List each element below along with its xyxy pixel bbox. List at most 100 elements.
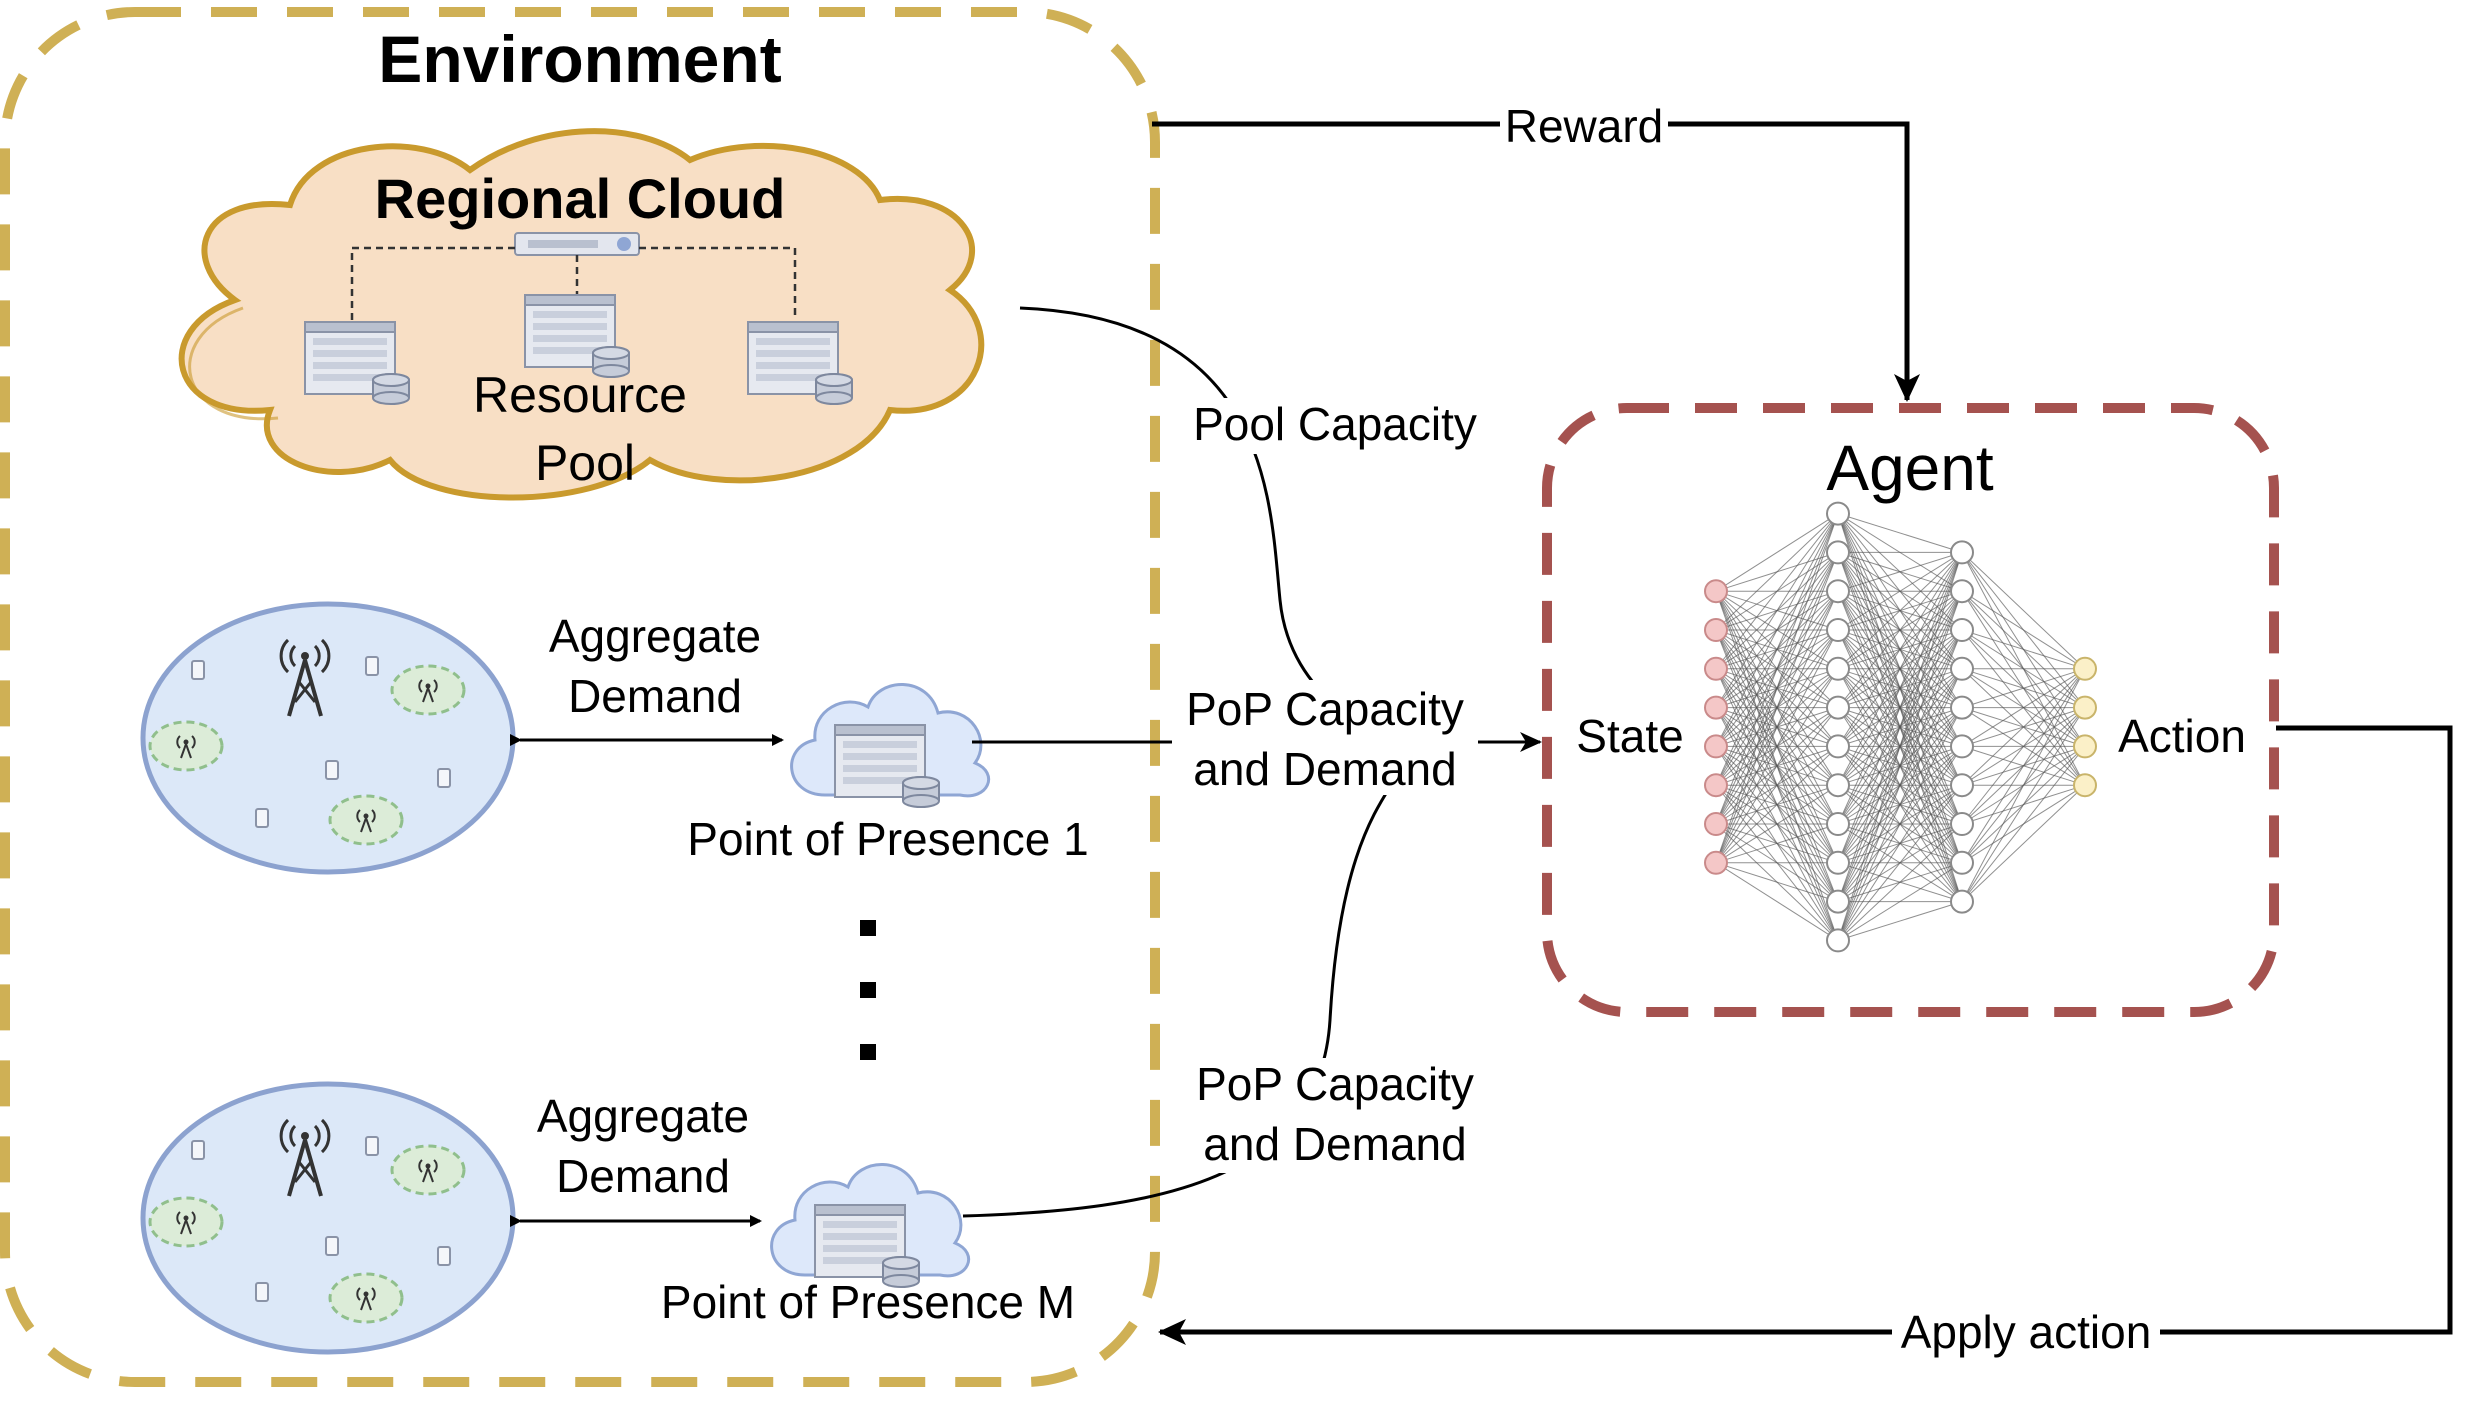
small-cell-icon [390, 664, 466, 716]
small-cell-icon [328, 794, 404, 846]
server-rack-icon [834, 724, 940, 808]
nn-connection [1837, 552, 1963, 670]
phone-icon [365, 656, 379, 676]
nn-hidden-node [1950, 889, 1974, 914]
nn-connection [1715, 513, 1839, 747]
ellipsis-dot [860, 982, 876, 998]
neural-network [1704, 501, 2097, 953]
nn-connection [1715, 513, 1839, 631]
pop-1-capacity-label-line2: and Demand [1193, 743, 1456, 795]
small-cell-icon [390, 1144, 466, 1196]
nn-connection [1715, 552, 1839, 863]
nn-connection [1961, 707, 2086, 902]
nn-connection [1715, 513, 1839, 592]
phone-icon [191, 660, 205, 680]
nn-hidden-node [1826, 812, 1850, 836]
nn-connection [1837, 707, 1963, 941]
nn-hidden-node [1950, 618, 1974, 642]
coverage-area-1 [140, 601, 516, 875]
nn-connection [1715, 513, 1839, 670]
pool-link-right [639, 246, 797, 320]
nn-connection [1837, 901, 1963, 941]
nn-connection [1837, 552, 1963, 941]
state-label: State [1576, 710, 1683, 762]
pool-capacity-label: Pool Capacity [1193, 398, 1477, 450]
nn-hidden-node [1826, 889, 1850, 914]
nn-hidden-node [1826, 501, 1850, 526]
aggregate-demand-m-line2: Demand [556, 1150, 730, 1202]
nn-connection [1837, 552, 1963, 902]
nn-connection [1837, 746, 1963, 941]
pop-m-capacity-label-line2: and Demand [1203, 1118, 1466, 1170]
nn-connection [1715, 629, 1839, 864]
nn-connection [1837, 784, 1963, 941]
small-cell-icon [148, 720, 224, 772]
nn-input-node [1704, 773, 1728, 798]
nn-output-node [2073, 656, 2097, 681]
environment-boundary [0, 7, 1160, 1387]
nn-hidden-node [1950, 734, 1974, 759]
nn-connection [1961, 668, 2086, 786]
nn-hidden-node [1826, 773, 1850, 798]
phone-icon [365, 1136, 379, 1156]
nn-input-node [1704, 850, 1728, 875]
pop-1-cloud [790, 682, 991, 808]
aggregate-demand-1-line1: Aggregate [549, 610, 761, 662]
aggregate-demand-1-line2: Demand [568, 670, 742, 722]
nn-hidden-node [1826, 579, 1850, 604]
nn-connection [1961, 590, 2086, 670]
phone-icon [255, 1282, 269, 1302]
nn-connection [1961, 668, 2086, 709]
nn-connection [1961, 629, 2086, 670]
nn-hidden-node [1950, 773, 1974, 798]
environment-title: Environment [378, 22, 781, 96]
nn-input-node [1704, 734, 1728, 759]
nn-hidden-node [1826, 928, 1850, 953]
ellipsis-dot [860, 920, 876, 936]
coverage-area-m [140, 1081, 516, 1355]
regional-cloud: Regional Cloud Resource Pool [178, 128, 985, 501]
small-cell-icon [148, 1196, 224, 1248]
nn-connection [1837, 629, 1963, 941]
nn-connection [1715, 590, 1839, 864]
regional-cloud-title: Regional Cloud [375, 167, 786, 230]
nn-hidden-node [1950, 695, 1974, 720]
nn-input-node [1704, 812, 1728, 836]
nn-hidden-node [1826, 618, 1850, 642]
apply-action-arrow [1158, 725, 2453, 1345]
nn-connection [1715, 513, 1839, 786]
ellipsis-dot [860, 1044, 876, 1060]
nn-connection [1961, 668, 2086, 902]
server-rack-icon [814, 1204, 920, 1288]
pop-m-label: Point of Presence M [661, 1276, 1075, 1328]
nn-connection [1961, 668, 2086, 825]
nn-input-node [1704, 579, 1728, 604]
resource-pool-label-line2: Pool [535, 435, 635, 491]
nn-hidden-node [1826, 695, 1850, 720]
nn-connection [1715, 746, 1839, 864]
nn-output-node [2073, 695, 2097, 720]
nn-hidden-node [1826, 850, 1850, 875]
nn-output-node [2073, 734, 2097, 759]
nn-connection [1715, 668, 1839, 864]
reward-arrow [1152, 121, 1920, 402]
pool-link-left [350, 246, 515, 320]
apply-action-label: Apply action [1901, 1306, 2152, 1358]
phone-icon [437, 1246, 451, 1266]
nn-connection [1961, 746, 2086, 902]
nn-connection [1715, 513, 1839, 825]
phone-icon [255, 808, 269, 828]
nn-connection [1961, 668, 2086, 747]
server-rack-icon [304, 321, 410, 405]
action-label: Action [2118, 710, 2246, 762]
nn-input-node [1704, 695, 1728, 720]
small-cell-icon [328, 1272, 404, 1324]
nn-hidden-node [1826, 540, 1850, 565]
aggregate-demand-m-line1: Aggregate [537, 1090, 749, 1142]
pop-m-capacity-label-line1: PoP Capacity [1196, 1058, 1474, 1110]
nn-hidden-node [1950, 540, 1974, 565]
nn-connection [1837, 552, 1963, 825]
nn-connection [1837, 551, 1963, 592]
nn-connection [1715, 784, 1839, 864]
